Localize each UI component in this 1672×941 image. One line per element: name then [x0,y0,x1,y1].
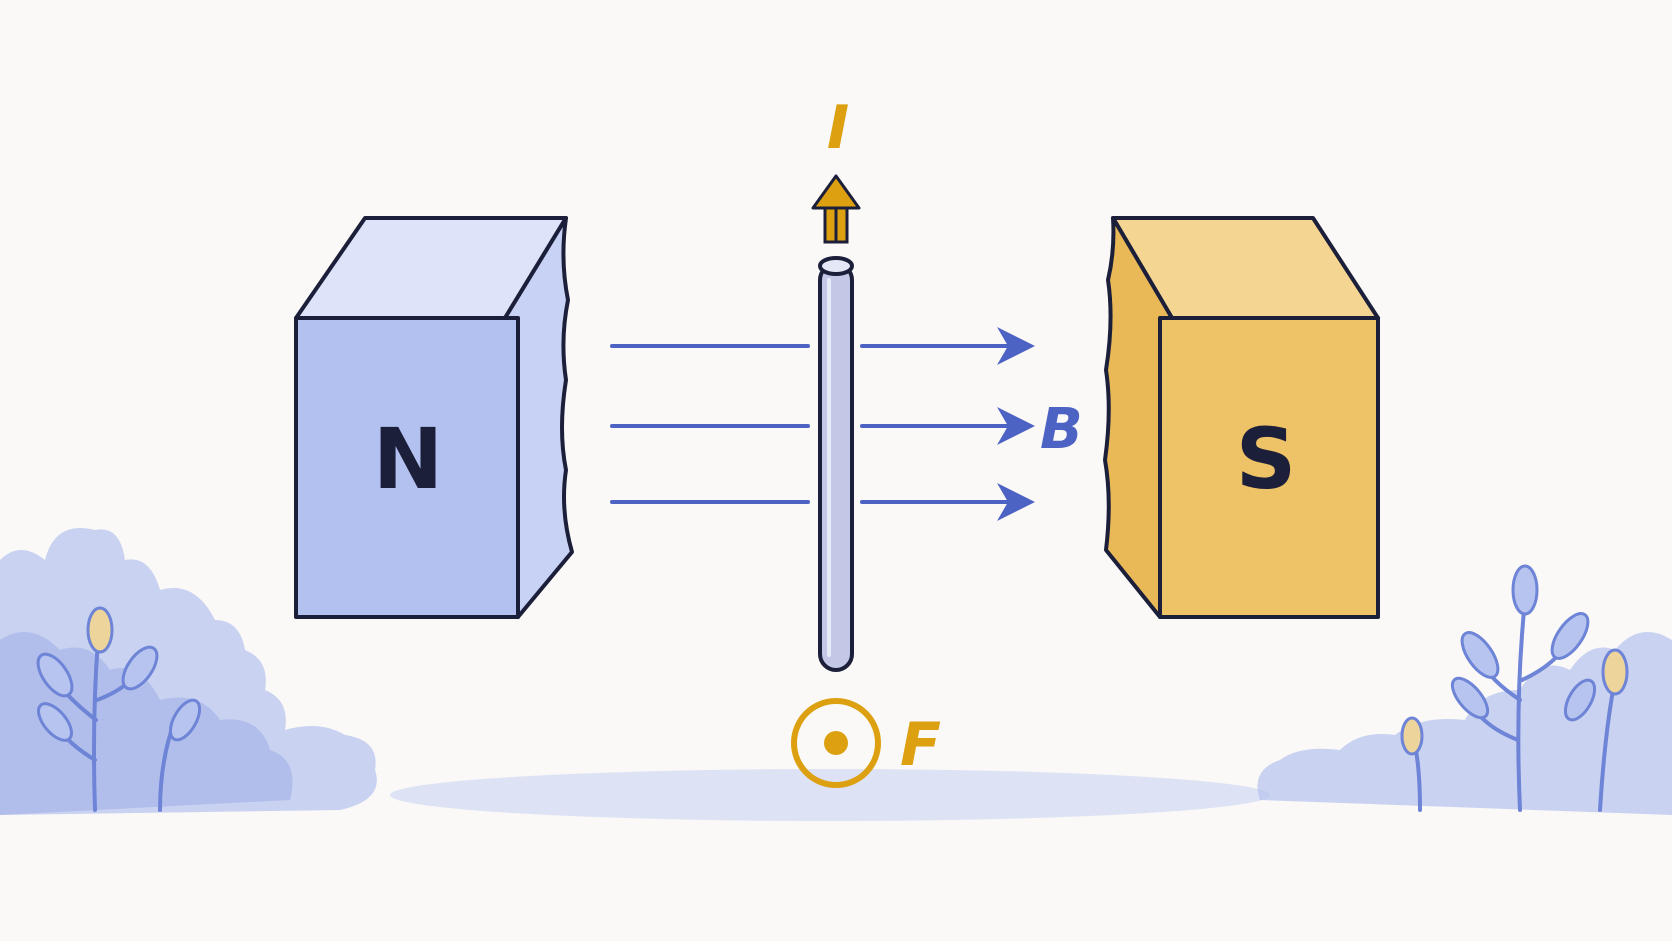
force-label: F [900,710,941,780]
ground-shadow [390,769,1270,821]
field-arrowhead-middle [997,407,1035,445]
current-label: I [827,93,849,163]
field-arrowhead-top [997,327,1035,365]
south-pole-label: S [1236,410,1297,508]
north-magnet [294,216,574,619]
right-foliage [1257,564,1672,815]
field-label: B [1040,397,1083,462]
north-pole-label: N [373,410,443,508]
field-arrowheads [997,327,1035,521]
current-arrow [811,174,861,244]
south-magnet-side [1103,216,1174,619]
south-magnet-front [1158,316,1380,619]
south-magnet [1103,216,1380,619]
north-magnet-front [294,316,520,619]
left-foliage [0,528,377,815]
conductor-rod [818,256,854,672]
field-arrowhead-bottom [997,483,1035,521]
force-out-of-page-icon [791,698,881,788]
magnetic-field-lines [610,344,1027,504]
